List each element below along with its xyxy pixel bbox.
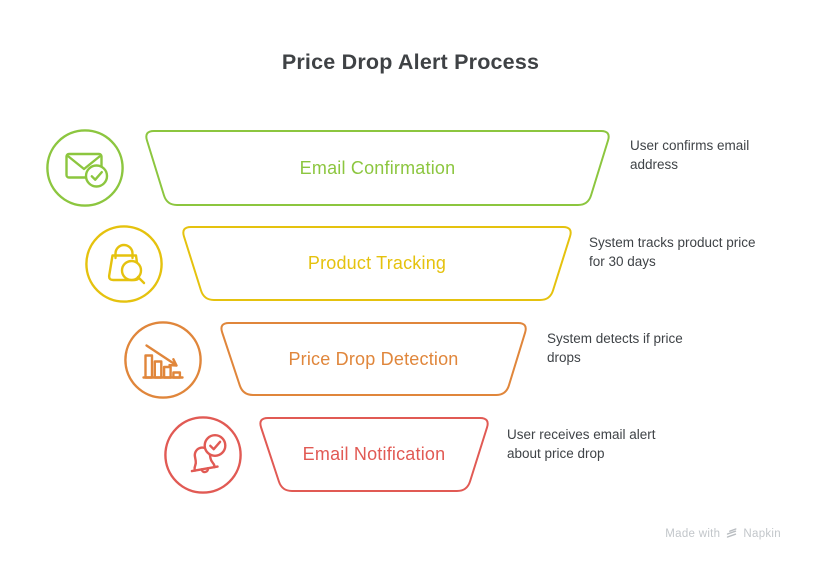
stage-label: Product Tracking [307,253,447,273]
made-with-label: Made with [665,527,721,540]
stage-shape [259,417,489,492]
stage-shape [182,226,572,301]
stage-description: System tracks product price for 30 days [589,235,756,269]
stage-description: User receives email alert about price dr… [507,427,656,461]
envelope-check-icon [45,128,125,208]
napkin-logo-icon [727,528,737,538]
stage-description: User confirms email address [630,138,750,172]
napkin-brand-label: Napkin [743,527,781,540]
page-title: Price Drop Alert Process [281,50,540,74]
declining-chart-icon [123,320,203,400]
stage-label: Price Drop Detection [288,348,459,369]
stage-shape [220,322,527,396]
made-with-napkin-link[interactable]: Made with Napkin [665,527,781,540]
stage-description: System detects if price drops [547,331,683,365]
stage-shape [145,130,610,206]
stage-label: Email Notification [302,444,446,464]
bell-check-icon [163,415,243,495]
stage-label: Email Confirmation [299,157,456,178]
bag-search-icon [84,224,164,304]
